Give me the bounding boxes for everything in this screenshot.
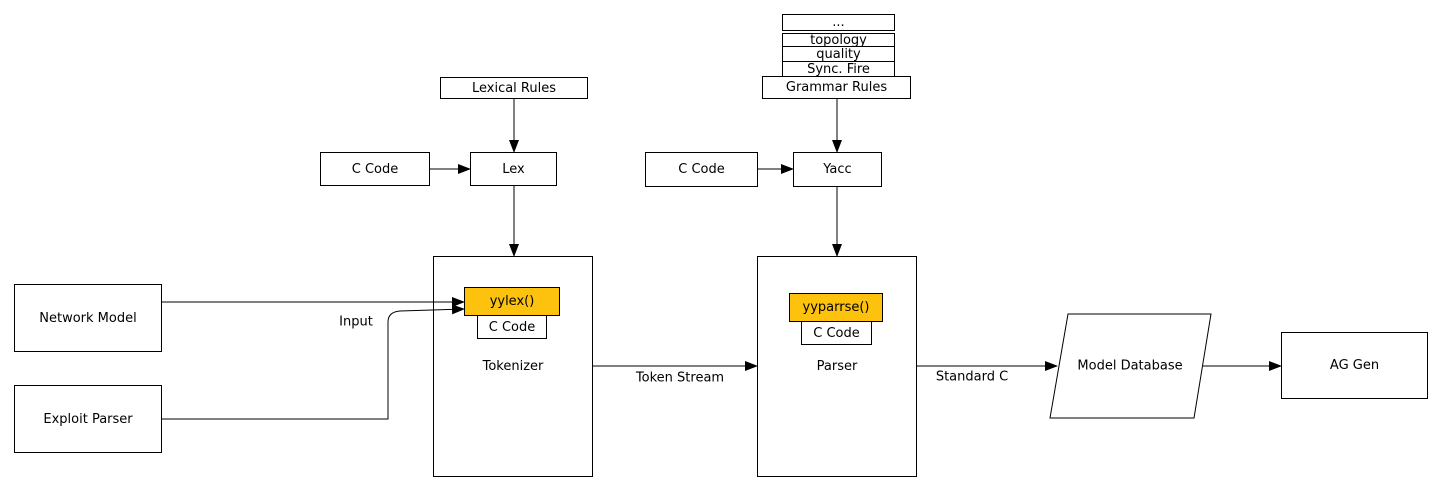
node-label: Grammar Rules <box>785 80 888 95</box>
edge-label-input: Input <box>339 314 373 330</box>
node-exploit-parser: Exploit Parser <box>14 385 162 453</box>
node-c-code-lex: C Code <box>320 152 430 186</box>
rule-stack-row-quality: quality <box>782 46 895 62</box>
rule-stack-row-label: Sync. Fire <box>807 61 870 77</box>
node-yylex: yylex() <box>464 287 560 316</box>
node-label: Lexical Rules <box>471 80 557 96</box>
node-label: Parser <box>816 359 858 374</box>
node-ag-gen: AG Gen <box>1281 332 1428 399</box>
node-label: Lex <box>502 161 525 177</box>
node-c-code-yacc: C Code <box>645 152 758 187</box>
node-label: C Code <box>488 319 536 335</box>
node-grammar-rules: Grammar Rules <box>762 76 911 99</box>
node-lex: Lex <box>470 152 557 186</box>
node-label: C Code <box>351 161 399 177</box>
rule-stack-row-label: topology <box>810 32 867 48</box>
rule-stack-row-topology: topology <box>782 32 895 48</box>
rule-stack-row-sync-fire: Sync. Fire <box>782 61 895 77</box>
rule-stack-row-dots: ... <box>782 14 895 31</box>
edge-label-token-stream: Token Stream <box>635 370 725 386</box>
node-label: Tokenizer <box>482 359 544 374</box>
node-label: yylex() <box>489 294 535 309</box>
node-label: Exploit Parser <box>43 411 133 427</box>
node-network-model: Network Model <box>14 284 162 352</box>
node-label: AG Gen <box>1329 358 1380 373</box>
node-c-code-parser: C Code <box>801 321 872 345</box>
node-label: Yacc <box>823 162 852 177</box>
rule-stack-row-label: quality <box>816 46 861 62</box>
node-yacc: Yacc <box>793 152 882 187</box>
edge-label-standard-c: Standard C <box>935 369 1009 385</box>
node-model-database-label: Model Database <box>1077 358 1183 374</box>
arrow-exploit-parser-to-yylex <box>162 304 465 420</box>
node-label: yyparrse() <box>802 300 870 315</box>
node-label: C Code <box>813 325 860 341</box>
node-lexical-rules: Lexical Rules <box>440 77 588 99</box>
rule-stack-row-label: ... <box>832 15 845 30</box>
node-yyparse: yyparrse() <box>789 293 883 322</box>
node-label: Network Model <box>39 310 137 326</box>
node-label: C Code <box>678 162 725 177</box>
node-parser: Parser <box>757 256 917 477</box>
node-c-code-tokenizer: C Code <box>477 315 547 339</box>
